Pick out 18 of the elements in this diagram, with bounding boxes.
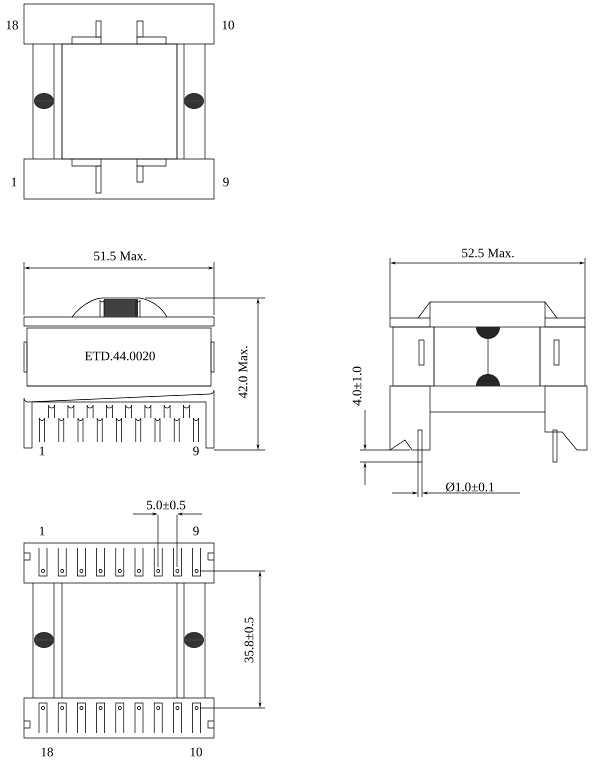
pin-number: 1 (12, 178, 16, 186)
pin-number: 9 (223, 178, 229, 186)
pin-number: 18 (42, 748, 53, 756)
dimension-label: 35.8±0.5 (244, 617, 254, 662)
pin-number: 1 (40, 446, 44, 456)
dimension-label: 42.0 Max. (238, 346, 248, 398)
dimension-label: Ø1.0±0.1 (446, 482, 494, 492)
pin-number: 9 (193, 446, 199, 456)
dimension-label: 4.0±1.0 (352, 366, 362, 406)
pin-number: 1 (40, 526, 44, 536)
part-number: ETD.44.0020 (85, 352, 155, 360)
pin-number: 18 (6, 20, 18, 30)
pin-number: 10 (222, 20, 234, 30)
pin-number: 9 (193, 526, 199, 536)
dimension-label: 51.5 Max. (94, 252, 146, 260)
dimension-label: 52.5 Max. (462, 248, 514, 258)
dimension-label: 5.0±0.5 (146, 500, 186, 510)
pin-number: 10 (190, 748, 202, 756)
